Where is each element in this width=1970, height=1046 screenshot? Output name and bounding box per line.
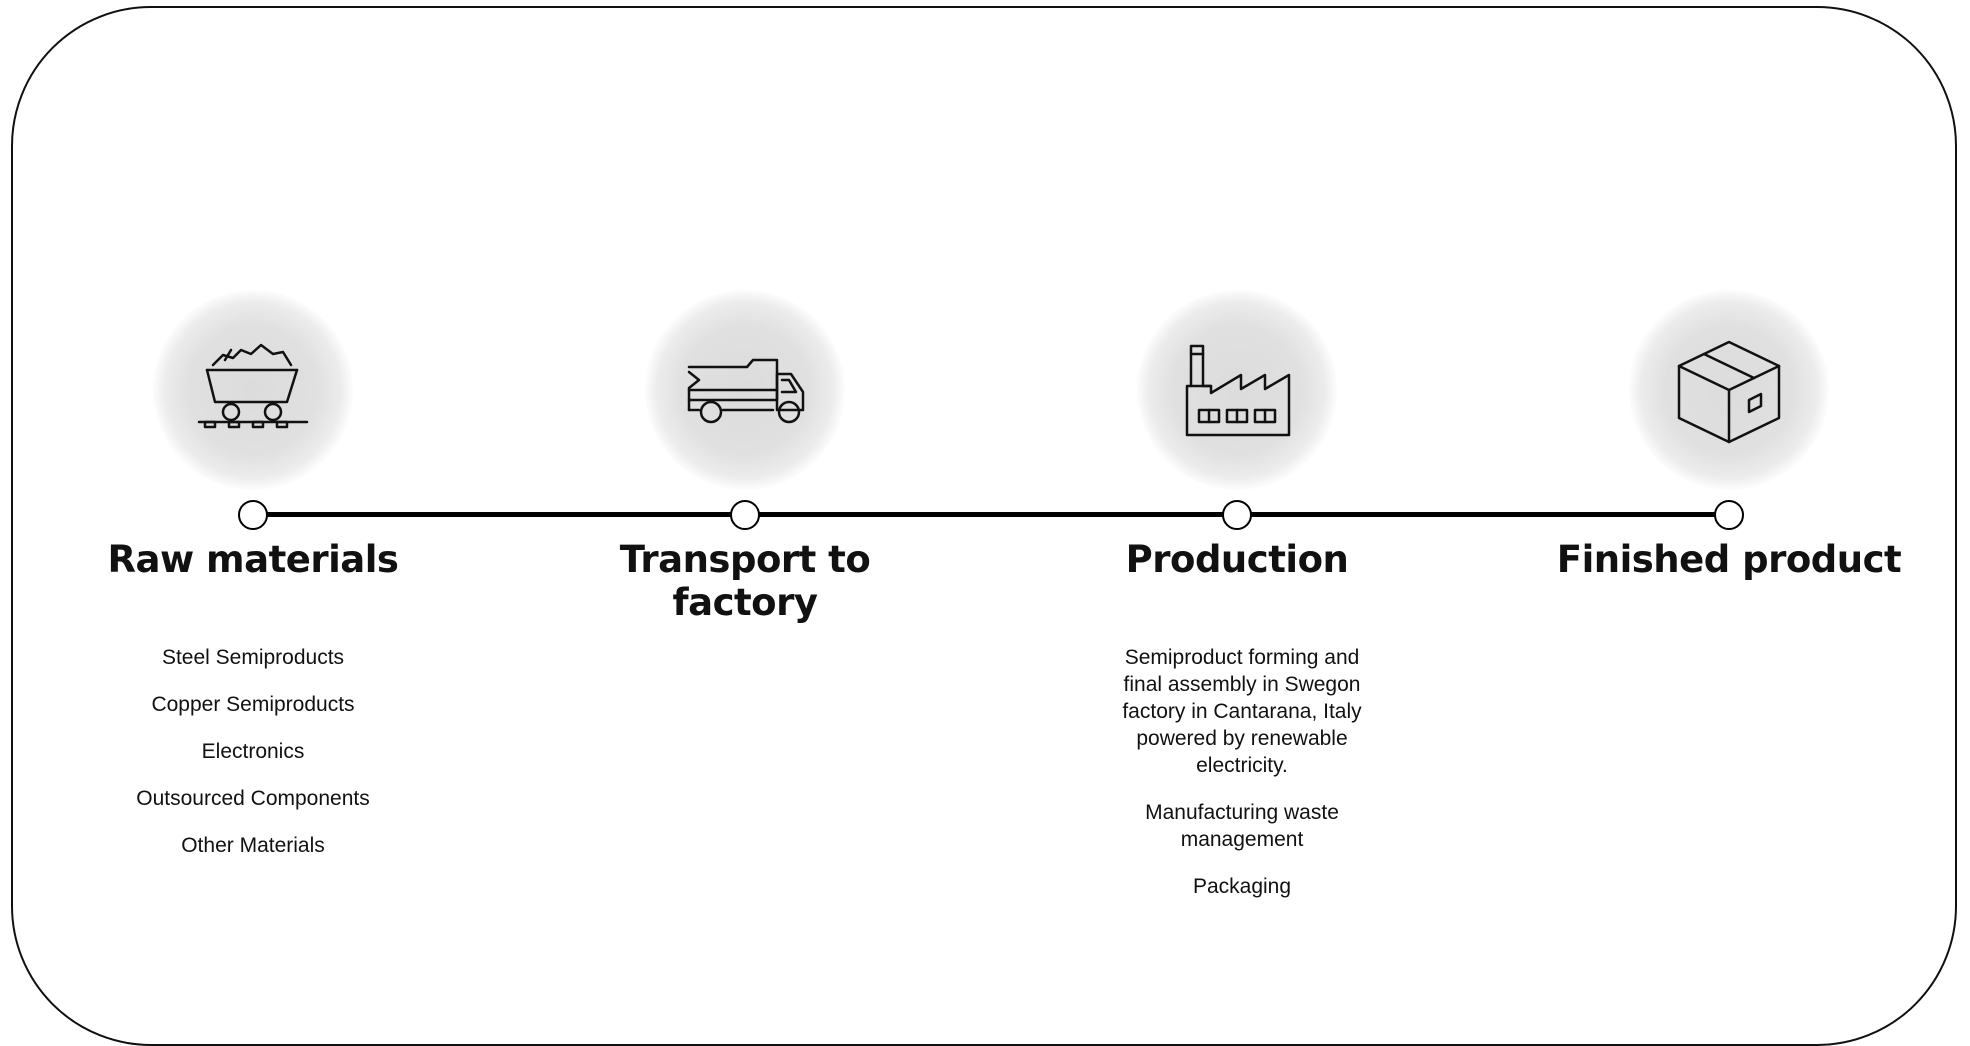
- stage-title: Raw materials: [107, 538, 399, 581]
- stage-transport: Transport to factory: [545, 0, 945, 989]
- list-item: Steel Semiproducts: [161, 646, 345, 669]
- timeline-node: [1222, 500, 1252, 530]
- list-item: Outsourced Components: [136, 787, 370, 810]
- icon-halo: [1137, 290, 1337, 490]
- timeline-node: [730, 500, 760, 530]
- timeline-line: [250, 512, 1724, 517]
- list-item: Packaging: [1192, 875, 1292, 898]
- stage-title: Finished product: [1556, 538, 1902, 581]
- stage-production: Production Semiproduct forming and final…: [1037, 0, 1437, 989]
- stage-raw-materials: Raw materials Steel Semiproducts Copper …: [53, 0, 453, 989]
- timeline-node: [238, 500, 268, 530]
- stage-items: Steel Semiproducts Copper Semiproducts E…: [113, 644, 393, 879]
- stage-finished-product: Finished product: [1529, 0, 1929, 989]
- stage-title: Transport to factory: [619, 538, 871, 624]
- dump-truck-icon: [685, 330, 805, 450]
- list-item: Electronics: [201, 740, 305, 763]
- list-item: Other Materials: [181, 834, 325, 857]
- factory-icon: [1177, 330, 1297, 450]
- timeline-node: [1714, 500, 1744, 530]
- stage-items: Semiproduct forming and final assembly i…: [1107, 644, 1377, 920]
- mine-cart-icon: [193, 330, 313, 450]
- icon-halo: [153, 290, 353, 490]
- box-icon: [1669, 330, 1789, 450]
- list-item: Manufacturing waste management: [1145, 801, 1339, 851]
- list-item: Copper Semiproducts: [151, 693, 355, 716]
- stage-title: Production: [1125, 538, 1349, 581]
- list-item: Semiproduct forming and final assembly i…: [1122, 646, 1362, 777]
